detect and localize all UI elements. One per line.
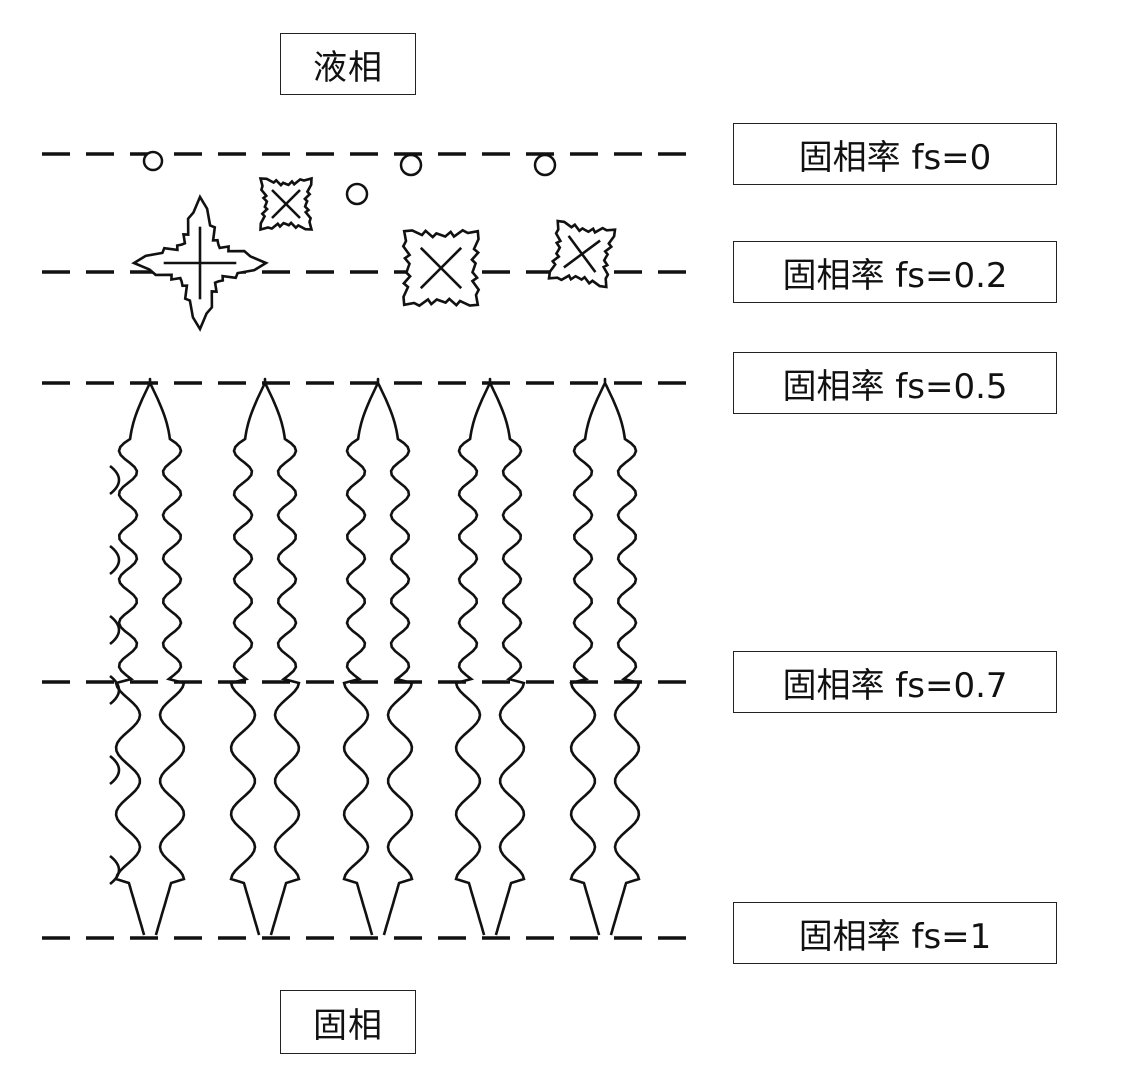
crystal-arm [285,189,301,205]
crystal-arm [567,235,584,255]
columnar-dendrites [109,377,641,936]
edge-bump [109,464,121,496]
columnar-dendrite [454,377,526,936]
crystal-arm [285,203,301,219]
crystal-arm [440,267,463,290]
columnar-dendrite [569,377,641,936]
columnar-dendrite [342,377,414,936]
crystal-arm [581,239,601,256]
edge-bump [109,614,121,646]
edge-bump [109,854,121,886]
crystal-arm [271,189,287,205]
crystal-arm [440,246,463,269]
nucleus [345,182,369,206]
liquid-phase-label: 液相 [280,33,416,95]
crystal-arm [419,267,442,290]
edge-bump [109,674,121,706]
equiaxed-crystals [131,176,617,332]
columnar-dendrite [229,377,301,936]
level-label-fs-1: 固相率 fs=1 [733,902,1057,964]
crystal-arm [580,253,597,273]
level-label-fs-0.7: 固相率 fs=0.7 [733,651,1057,713]
nucleus [142,150,164,172]
crystal-arm [563,252,583,269]
level-lines [42,152,700,940]
level-label-fs-0: 固相率 fs=0 [733,123,1057,185]
nucleus [399,153,423,177]
crystal-arm [419,246,442,269]
edge-bump [109,754,121,786]
nucleus [533,153,557,177]
edge-bump [109,544,121,576]
solid-phase-label: 固相 [280,990,416,1054]
columnar-dendrite [114,377,186,936]
level-label-fs-0.5: 固相率 fs=0.5 [733,352,1057,414]
level-label-fs-0.2: 固相率 fs=0.2 [733,241,1057,303]
crystal-arm [271,203,287,219]
free-nuclei [142,150,557,206]
